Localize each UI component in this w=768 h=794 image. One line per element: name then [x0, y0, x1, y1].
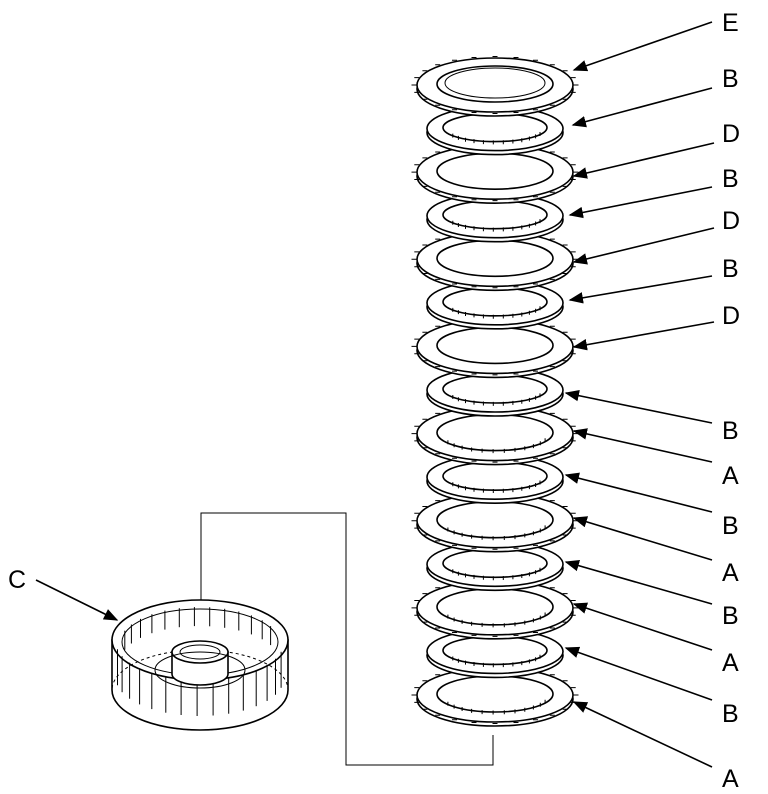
callout-14-b-arrow	[564, 646, 713, 701]
callout-2-b-label: B	[722, 65, 739, 93]
callout-4-b-label: B	[722, 165, 739, 193]
callout-13-a-label: A	[722, 649, 739, 677]
callout-9-a-arrow	[572, 428, 713, 463]
callout-13-a-arrow	[572, 602, 713, 651]
callout-14-b-label: B	[722, 700, 739, 728]
callout-1-e-label: E	[722, 9, 739, 37]
callout-4-b-arrow	[568, 186, 713, 219]
callout-2-b-arrow	[571, 87, 713, 128]
callout-7-d-label: D	[722, 302, 740, 330]
callout-6-b-arrow	[568, 275, 713, 304]
callout-1-e-arrow	[572, 21, 713, 72]
callout-10-b-arrow	[564, 472, 713, 513]
callout-11-a-arrow	[572, 516, 713, 561]
callout-label-housing: C	[8, 566, 26, 594]
callout-5-d-arrow	[572, 227, 715, 265]
callout-6-b-label: B	[722, 255, 739, 283]
clutch-plate-b	[426, 367, 564, 417]
callout-8-b-label: B	[722, 417, 739, 445]
clutch-plate-b	[426, 541, 564, 592]
callout-9-a-label: A	[722, 462, 739, 490]
callout-12-b-label: B	[722, 602, 739, 630]
callout-7-d-arrow	[572, 321, 715, 351]
clutch-plate-b	[426, 454, 564, 504]
callout-12-b-arrow	[564, 560, 713, 605]
callout-3-d-arrow	[572, 142, 715, 179]
callout-11-a-label: A	[722, 559, 739, 587]
assembly-connector-line	[200, 512, 494, 766]
clutch-plate-d	[411, 143, 579, 204]
clutch-plate-a	[411, 578, 579, 640]
callout-5-d-label: D	[722, 207, 740, 235]
callout-10-b-label: B	[722, 512, 739, 540]
callout-3-d-label: D	[722, 120, 740, 148]
clutch-plate-stack	[411, 56, 579, 727]
callout-arrow-housing	[35, 579, 119, 621]
callout-15-a-label: A	[722, 765, 739, 793]
callout-15-a-arrow	[572, 701, 713, 768]
clutch-drum-housing	[111, 599, 289, 731]
callout-8-b-arrow	[564, 389, 713, 424]
clutch-plate-a	[411, 404, 579, 466]
clutch-plate-b	[426, 192, 564, 243]
clutch-plate-e	[411, 56, 579, 117]
clutch-plate-d	[411, 317, 579, 379]
